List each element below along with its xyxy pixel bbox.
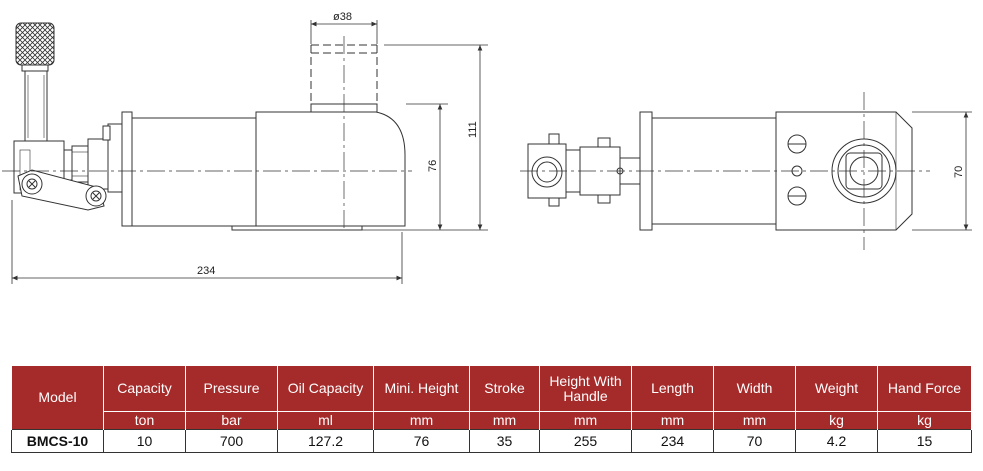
cylinder-body — [255, 111, 406, 227]
units-row: ton bar ml mm mm mm mm mm kg kg — [12, 411, 972, 430]
unit-stroke: mm — [469, 411, 540, 430]
reservoir — [121, 111, 133, 227]
cell-stroke: 35 — [469, 429, 540, 453]
dim-length-label: 234 — [197, 265, 215, 277]
side-dimensions — [11, 20, 488, 284]
spec-table: Model Capacity Pressure Oil Capacity Min… — [11, 366, 972, 453]
unit-hand-force: kg — [877, 411, 972, 430]
header-hand-force: Hand Force — [877, 366, 972, 412]
dim-width-label: 70 — [953, 166, 965, 178]
header-mini-height: Mini. Height — [373, 366, 470, 412]
cell-capacity: 10 — [103, 429, 186, 453]
cell-hand-force: 15 — [877, 429, 972, 453]
cell-oil-capacity: 127.2 — [277, 429, 374, 453]
header-capacity: Capacity — [103, 366, 186, 412]
header-length: Length — [631, 366, 714, 412]
cell-pressure: 700 — [185, 429, 278, 453]
header-height-with-handle: Height With Handle — [539, 366, 632, 412]
cell-width: 70 — [713, 429, 796, 453]
top-view — [520, 92, 930, 250]
table-row: BMCS-10 10 700 127.2 76 35 255 234 70 4.… — [11, 429, 972, 453]
top-dimensions — [912, 111, 972, 231]
unit-capacity: ton — [103, 411, 186, 430]
side-view — [2, 22, 412, 232]
header-model: Model — [11, 366, 104, 430]
unit-weight: kg — [795, 411, 878, 430]
handle-grip — [15, 22, 55, 66]
cell-height-with-handle: 255 — [539, 429, 632, 453]
header-pressure: Pressure — [185, 366, 278, 412]
cell-mini-height: 76 — [373, 429, 470, 453]
unit-oil-capacity: ml — [277, 411, 374, 430]
technical-drawing: ø38 111 76 234 — [2, 11, 972, 284]
header-oil-capacity: Oil Capacity — [277, 366, 374, 412]
header-weight: Weight — [795, 366, 878, 412]
cell-model: BMCS-10 — [11, 429, 104, 453]
dim-max-height-label: 111 — [467, 121, 479, 138]
dim-min-height-label: 76 — [427, 160, 439, 172]
unit-mini-height: mm — [373, 411, 470, 430]
cell-length: 234 — [631, 429, 714, 453]
dim-bore-label: ø38 — [333, 11, 352, 23]
unit-width: mm — [713, 411, 796, 430]
cell-weight: 4.2 — [795, 429, 878, 453]
unit-length: mm — [631, 411, 714, 430]
unit-pressure: bar — [185, 411, 278, 430]
unit-height-with-handle: mm — [539, 411, 632, 430]
header-row: Model Capacity Pressure Oil Capacity Min… — [11, 366, 972, 430]
header-stroke: Stroke — [469, 366, 540, 412]
header-width: Width — [713, 366, 796, 412]
